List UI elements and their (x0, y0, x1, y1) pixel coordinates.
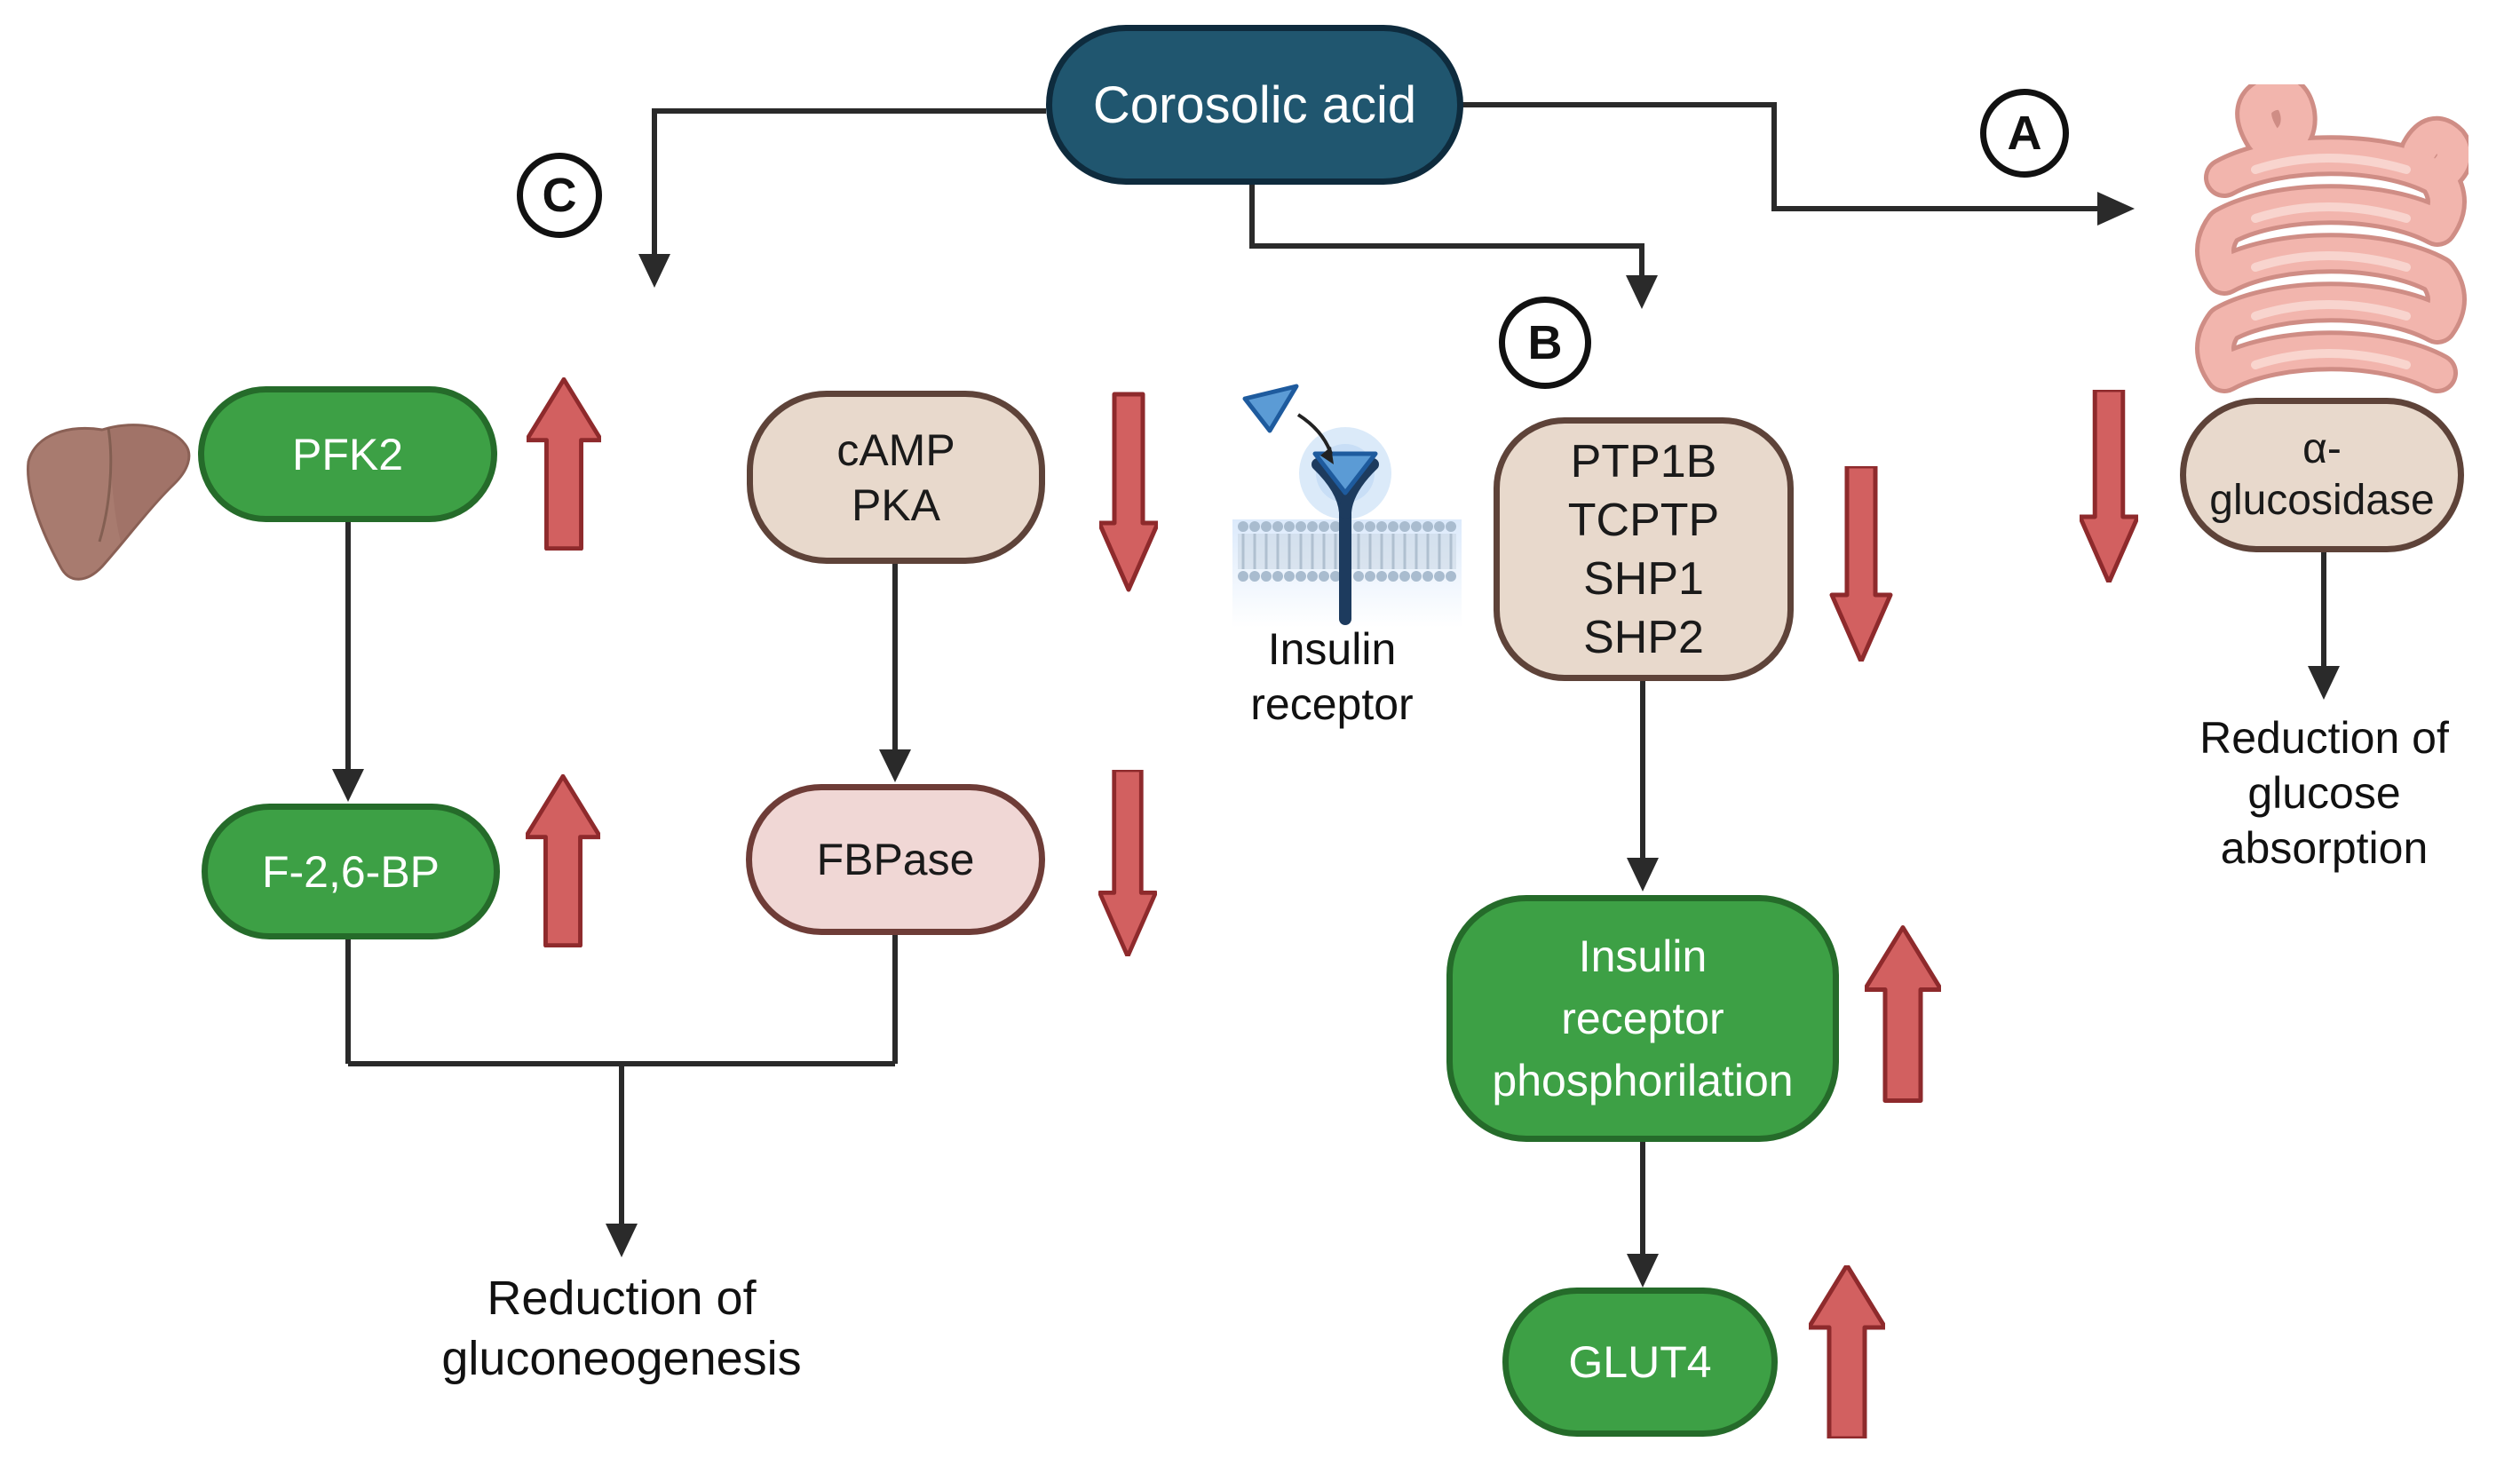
bound-insulin-triangle (1312, 451, 1378, 495)
outcome-gluconeogenesis: Reduction of gluconeogenesis (441, 1272, 802, 1385)
gluconeogenesis-arrowhead (606, 1224, 638, 1257)
branch-label-b: B (1499, 297, 1591, 389)
glut4-arrowhead (1627, 1254, 1659, 1288)
increase-arrow-glut4 (1809, 1265, 1885, 1438)
fbpase-arrowhead (879, 749, 911, 782)
branch-b-line (1249, 185, 1644, 277)
node-glut4: GLUT4 (1502, 1288, 1778, 1437)
glucose-absorption-arrowhead (2308, 666, 2340, 700)
increase-arrow-phosphorilation (1865, 925, 1941, 1103)
f26bp-arrowhead (332, 769, 364, 802)
branch-b-arrowhead (1626, 275, 1658, 309)
decrease-arrow-fbpase (1098, 770, 1157, 956)
node-phosphatases: PTP1B TCPTP SHP1 SHP2 (1494, 417, 1794, 681)
node-fbpase: FBPase (746, 784, 1045, 935)
insulin-receptor-label: Insulin receptor (1250, 624, 1414, 729)
increase-arrow-f26bp (526, 774, 600, 947)
branch-a-line (1462, 102, 2099, 211)
outcome-glucose-absorption: Reduction of glucose absorption (2199, 713, 2449, 873)
node-corosolic-acid: Corosolic acid (1046, 25, 1463, 185)
phos-arrowhead (1627, 858, 1659, 891)
node-insulin-receptor-phosphorilation: Insulin receptor phosphorilation (1446, 895, 1839, 1142)
decrease-arrow-glucosidase (2080, 390, 2138, 582)
branch-c-arrowhead (638, 254, 670, 288)
branch-c-line (652, 108, 1046, 256)
branch-a-arrowhead (2097, 192, 2135, 226)
branch-label-a: A (1980, 89, 2069, 178)
insulin-receptor-icon (1232, 384, 1462, 628)
junction-line (345, 935, 898, 1225)
node-camp-pka: cAMP PKA (747, 391, 1045, 564)
free-insulin-triangle (1242, 384, 1299, 433)
node-pfk2: PFK2 (198, 386, 497, 522)
increase-arrow-pfk2 (527, 377, 601, 551)
receptor-y-shape (1312, 458, 1379, 625)
node-alpha-glucosidase: α- glucosidase (2180, 398, 2464, 552)
decrease-arrow-phosphatases (1829, 466, 1893, 662)
decrease-arrow-camp-pka (1099, 392, 1158, 592)
node-f26bp: F-2,6-BP (202, 804, 500, 939)
branch-label-c: C (517, 153, 602, 238)
binding-arrowhead (1320, 447, 1334, 464)
liver-icon (27, 424, 191, 581)
intestine-icon (2195, 84, 2468, 393)
